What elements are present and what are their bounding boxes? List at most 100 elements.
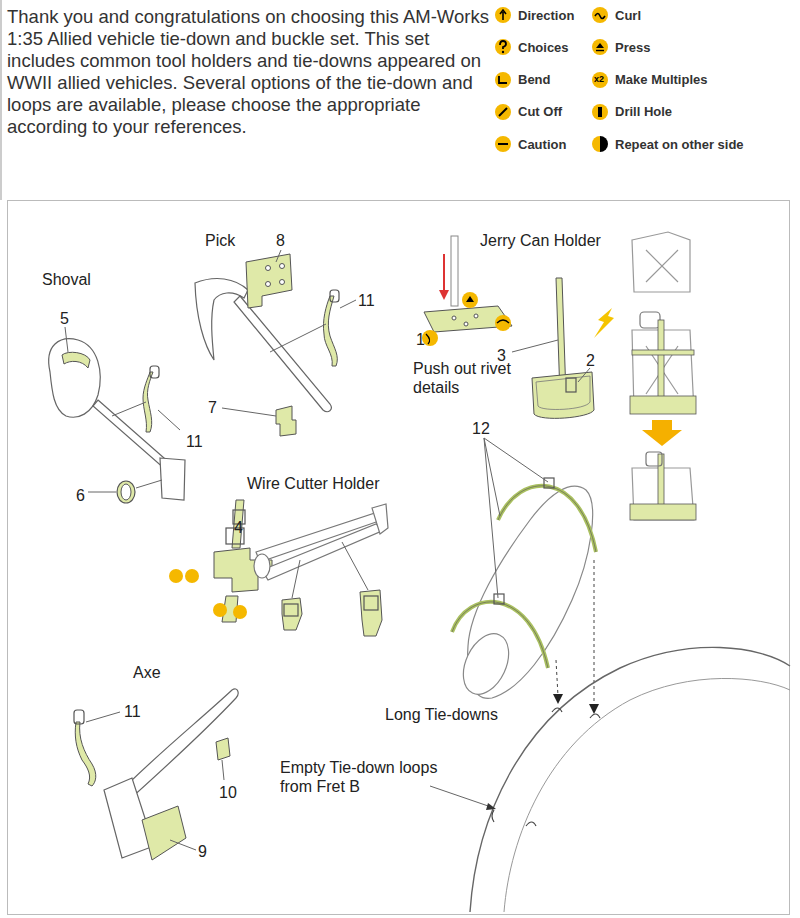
- press-mark: [466, 296, 474, 302]
- curl-mark: [426, 334, 430, 344]
- bend-mark: [499, 76, 507, 83]
- ring-6: [117, 481, 135, 503]
- rivet: [452, 316, 456, 320]
- drill-mark: [598, 107, 602, 117]
- callout-number: 9: [198, 842, 207, 861]
- tie-down-loop: [590, 714, 600, 718]
- dashed-guide: [556, 660, 558, 696]
- tie-down-loop: [526, 822, 536, 826]
- curl-mark: [595, 14, 605, 19]
- pick-head: [195, 279, 248, 360]
- press-mark: [596, 43, 604, 48]
- legend-icon: [494, 6, 512, 24]
- choices-mark: [500, 41, 506, 49]
- callout-number: 8: [276, 231, 285, 250]
- legend-entry: Curl: [591, 6, 641, 24]
- icon-disc: [592, 104, 608, 120]
- leader-line: [65, 327, 68, 352]
- icon-disc: [495, 136, 511, 152]
- press-bar: [596, 50, 604, 51]
- leader-line: [158, 410, 180, 430]
- multiples-badge: x2: [594, 74, 604, 84]
- buckle: [330, 290, 339, 302]
- legend-entry: Direction: [494, 6, 574, 24]
- bend-icon: [233, 605, 247, 619]
- arrowhead: [486, 803, 496, 810]
- curl-icon: [495, 315, 511, 331]
- buckle: [74, 710, 84, 724]
- long-tie-down-edge: [452, 602, 548, 668]
- note: Empty Tie-down loops from Fret B: [280, 758, 445, 796]
- bend-icon: [213, 603, 227, 617]
- bend-icon: [169, 569, 183, 583]
- legend-entry: Make Multiples: [591, 71, 707, 89]
- jerry-can-x: [646, 250, 678, 282]
- buckle: [284, 604, 298, 616]
- callout-number: 11: [124, 702, 141, 721]
- tie-down-loop: [492, 810, 494, 822]
- leader-line: [578, 368, 590, 382]
- leader-line: [484, 438, 498, 598]
- rivet: [280, 280, 285, 285]
- icon-disc: [495, 72, 511, 88]
- leader-line: [136, 480, 162, 488]
- legend-text: Choices: [518, 40, 569, 55]
- rivet: [464, 322, 468, 326]
- cutter-jaw: [372, 504, 388, 534]
- direction-arrow: [642, 420, 682, 446]
- legend-entry: Press: [591, 38, 650, 56]
- caution-mark: [498, 143, 508, 145]
- part-name: Wire Cutter Holder: [247, 474, 379, 493]
- can-handle: [646, 452, 662, 466]
- punch-rod: [451, 236, 458, 306]
- strap: [232, 500, 244, 548]
- can-handle: [640, 312, 660, 328]
- repeat-half: [592, 136, 600, 152]
- direction-arrow: [594, 308, 614, 338]
- can-strap: [632, 350, 694, 355]
- legend-icon: [591, 135, 609, 153]
- leader-line: [112, 402, 146, 416]
- strap: [282, 598, 302, 630]
- callout-number: 11: [186, 432, 203, 451]
- legend-entry: Bend: [494, 71, 551, 89]
- holder-2: [532, 372, 594, 418]
- cutter-grip: [254, 554, 270, 578]
- fender-edge: [504, 678, 790, 912]
- legend-icon: [494, 135, 512, 153]
- margin-line: [1, 0, 2, 200]
- curl-mark: [497, 320, 509, 323]
- bedroll-end: [454, 627, 517, 702]
- legend-text: Make Multiples: [615, 72, 707, 87]
- can-base: [630, 504, 696, 520]
- long-tie-down: [498, 486, 596, 552]
- icon-disc: [592, 72, 608, 88]
- legend-text: Bend: [518, 72, 551, 87]
- strap-11: [323, 296, 337, 366]
- wire-cutter: [262, 524, 384, 580]
- leader-line: [170, 840, 196, 850]
- part-name: Long Tie-downs: [385, 705, 498, 724]
- legend-icon: [591, 103, 609, 121]
- leader-line: [430, 786, 494, 808]
- legend-text: Drill Hole: [615, 104, 672, 119]
- press-arrowhead: [439, 290, 449, 300]
- legend-entry: Cut Off: [494, 103, 562, 121]
- bracket-8: [246, 254, 292, 308]
- legend-entry: Repeat on other side: [591, 135, 744, 153]
- cut-mark: [499, 108, 507, 116]
- bend-icon: [185, 569, 199, 583]
- part-name: Shoval: [42, 270, 91, 289]
- leader-line: [270, 324, 326, 352]
- legend-text: Caution: [518, 137, 566, 152]
- leader-line: [88, 492, 116, 493]
- pick-handle: [234, 296, 331, 412]
- callout-number: 1: [416, 330, 425, 349]
- repeat-mark: [600, 136, 608, 152]
- leader-line: [222, 408, 276, 416]
- legend-text: Cut Off: [518, 104, 562, 119]
- rivet: [266, 282, 271, 287]
- tie-down-loop: [552, 708, 562, 712]
- callout-number: 11: [358, 291, 375, 310]
